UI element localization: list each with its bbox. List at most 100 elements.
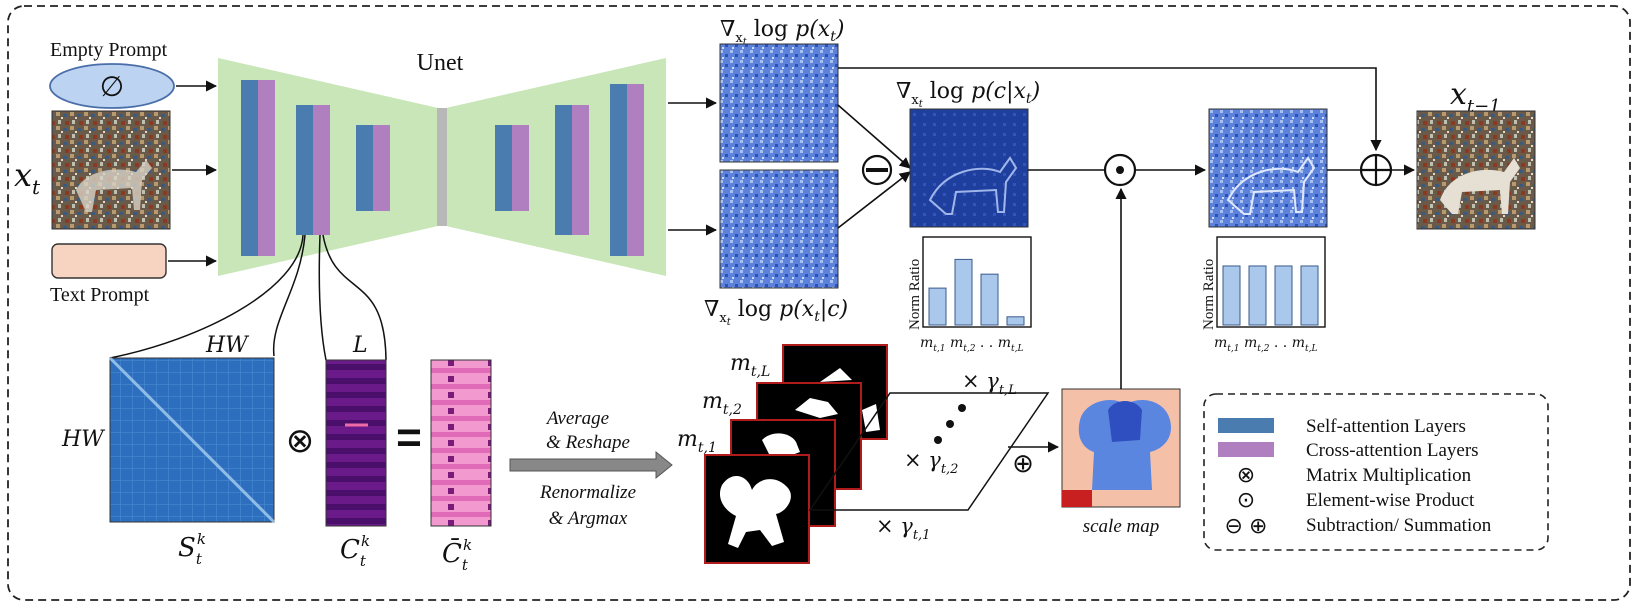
weighting-plane bbox=[808, 392, 1050, 511]
connector-cross-attn-right bbox=[322, 234, 387, 361]
cross-attention-matrix bbox=[325, 359, 387, 527]
norm-ratio-chart-after: Norm Ratio mt,1 mt,2 . . mt,L bbox=[1201, 236, 1326, 354]
uncond-score-label: ∇xt log p(xt) bbox=[720, 17, 844, 48]
arrow-uncond-skip bbox=[838, 67, 1382, 152]
reshape-label: & Reshape bbox=[546, 432, 630, 453]
norm-ratio-chart-before: Norm Ratio mt,1 mt,2 . . mt,L bbox=[907, 236, 1032, 354]
mask-label-l: mt,L bbox=[730, 351, 770, 380]
self-attn-layer-4 bbox=[495, 125, 512, 211]
x-t-label: xt bbox=[14, 156, 41, 199]
gamma-1-label: × γt,1 bbox=[876, 514, 930, 543]
text-prompt-label: Text Prompt bbox=[50, 284, 150, 306]
legend-elementwise: Element-wise Product bbox=[1306, 490, 1475, 511]
cross-attn-layer-6 bbox=[627, 84, 644, 256]
mask-l-shape bbox=[820, 368, 880, 432]
legend-frame bbox=[1203, 393, 1549, 551]
empty-prompt-label: Empty Prompt bbox=[50, 39, 168, 61]
chart-before-ylabel: Norm Ratio bbox=[907, 259, 923, 330]
renormalize-label: Renormalize bbox=[539, 482, 636, 503]
ellipsis-dot-2 bbox=[946, 420, 954, 428]
empty-set-symbol: ∅ bbox=[100, 71, 124, 102]
s-label: Stk bbox=[178, 530, 206, 568]
legend-swatch-self bbox=[1218, 418, 1274, 433]
legend-subsum: Subtraction/ Summation bbox=[1306, 515, 1492, 536]
equals-symbol: = bbox=[396, 413, 422, 462]
self-attention-diagonal bbox=[108, 356, 276, 524]
norm-bar-2 bbox=[954, 258, 973, 326]
aggregated-attention-matrix bbox=[430, 359, 492, 527]
cross-attn-layer-2 bbox=[313, 105, 330, 235]
scale-map-outer-region bbox=[1078, 400, 1171, 490]
otimes-symbol: ⊗ bbox=[286, 422, 315, 460]
uncond-score-map bbox=[719, 43, 839, 163]
thick-arrow bbox=[509, 450, 673, 480]
legend-elementwise-symbol: ⊙ bbox=[1237, 487, 1255, 512]
chart-after-bars bbox=[1222, 265, 1319, 326]
self-attn-layer-6 bbox=[610, 84, 627, 256]
l-label: L bbox=[352, 333, 368, 358]
output-horse bbox=[1440, 158, 1520, 214]
mask-label-1: mt,1 bbox=[677, 427, 717, 456]
self-attn-layer-3 bbox=[356, 125, 373, 211]
chart-after-xticks: mt,1 mt,2 . . mt,L bbox=[1214, 335, 1317, 354]
cross-attn-layer-5 bbox=[572, 105, 589, 235]
decoder-layers bbox=[495, 84, 644, 256]
cbar-label: C̄tk bbox=[442, 536, 472, 574]
argmax-label: & Argmax bbox=[549, 508, 628, 529]
chart-before-xticks: mt,1 mt,2 . . mt,L bbox=[920, 335, 1023, 354]
norm-bar-3 bbox=[980, 273, 999, 326]
hw-left-label: HW bbox=[61, 427, 106, 452]
cond-score-map bbox=[719, 169, 839, 289]
connector-self-attn-right bbox=[272, 234, 306, 357]
self-attn-layer-2 bbox=[296, 105, 313, 235]
scale-map-label: scale map bbox=[1083, 516, 1160, 537]
chart-before-bars bbox=[928, 258, 1025, 326]
connector-cross-attn-left bbox=[318, 234, 327, 361]
legend-swatch-cross bbox=[1218, 442, 1274, 457]
ellipsis-dot-3 bbox=[934, 436, 942, 444]
guidance-map bbox=[909, 108, 1029, 228]
gamma-2-label: × γt,2 bbox=[904, 448, 958, 477]
norm-bar-1 bbox=[928, 287, 947, 326]
guidance-score-label: ∇xt log p(c|xt) bbox=[896, 79, 1040, 110]
norm-bar-1 bbox=[1222, 265, 1241, 326]
legend-matmul: Matrix Multiplication bbox=[1306, 465, 1472, 486]
mask-1b-shape bbox=[762, 433, 800, 458]
odot-dot bbox=[1116, 166, 1124, 174]
legend-matmul-symbol: ⊗ bbox=[1237, 462, 1255, 487]
encoder-layers bbox=[241, 80, 390, 256]
outer-frame bbox=[7, 5, 1631, 601]
self-attn-layer-1 bbox=[241, 80, 258, 256]
norm-bar-3 bbox=[1274, 265, 1293, 326]
guided-silhouette bbox=[1226, 156, 1316, 215]
text-prompt-box bbox=[51, 243, 167, 279]
c-label: Ctk bbox=[340, 532, 370, 570]
unet-title: Unet bbox=[417, 50, 464, 76]
mask-stack bbox=[704, 344, 888, 564]
legend-self-attention: Self-attention Layers bbox=[1306, 416, 1466, 437]
cross-attn-layer-1 bbox=[258, 80, 275, 256]
horse-silhouette bbox=[76, 160, 152, 212]
empty-prompt-ellipse bbox=[49, 63, 175, 109]
mask-2-shape bbox=[795, 398, 838, 418]
norm-bar-4 bbox=[1006, 316, 1025, 326]
scale-map-red-edge bbox=[1062, 490, 1092, 507]
guidance-silhouette bbox=[928, 156, 1018, 215]
legend-cross-attention: Cross-attention Layers bbox=[1306, 440, 1479, 461]
mask-sum-symbol: ⊕ bbox=[1012, 448, 1034, 478]
mask-label-2: mt,2 bbox=[702, 389, 742, 418]
average-label: Average bbox=[545, 408, 609, 429]
scale-map-inner-region bbox=[1108, 401, 1142, 442]
unet-bottleneck bbox=[437, 108, 447, 226]
ellipsis-dot-1 bbox=[958, 404, 966, 412]
self-attn-layer-5 bbox=[555, 105, 572, 235]
line-cond-to-minus bbox=[837, 171, 911, 229]
cross-attn-layer-4 bbox=[512, 125, 529, 211]
hw-top-label: HW bbox=[205, 333, 250, 358]
cond-score-label: ∇xt log p(xt|c) bbox=[704, 297, 848, 328]
chart-after-ylabel: Norm Ratio bbox=[1201, 259, 1217, 330]
legend-subsum-symbol: ⊖ ⊕ bbox=[1225, 513, 1268, 538]
connector-self-attn-left bbox=[109, 234, 304, 359]
mask-1-shape bbox=[719, 475, 791, 548]
